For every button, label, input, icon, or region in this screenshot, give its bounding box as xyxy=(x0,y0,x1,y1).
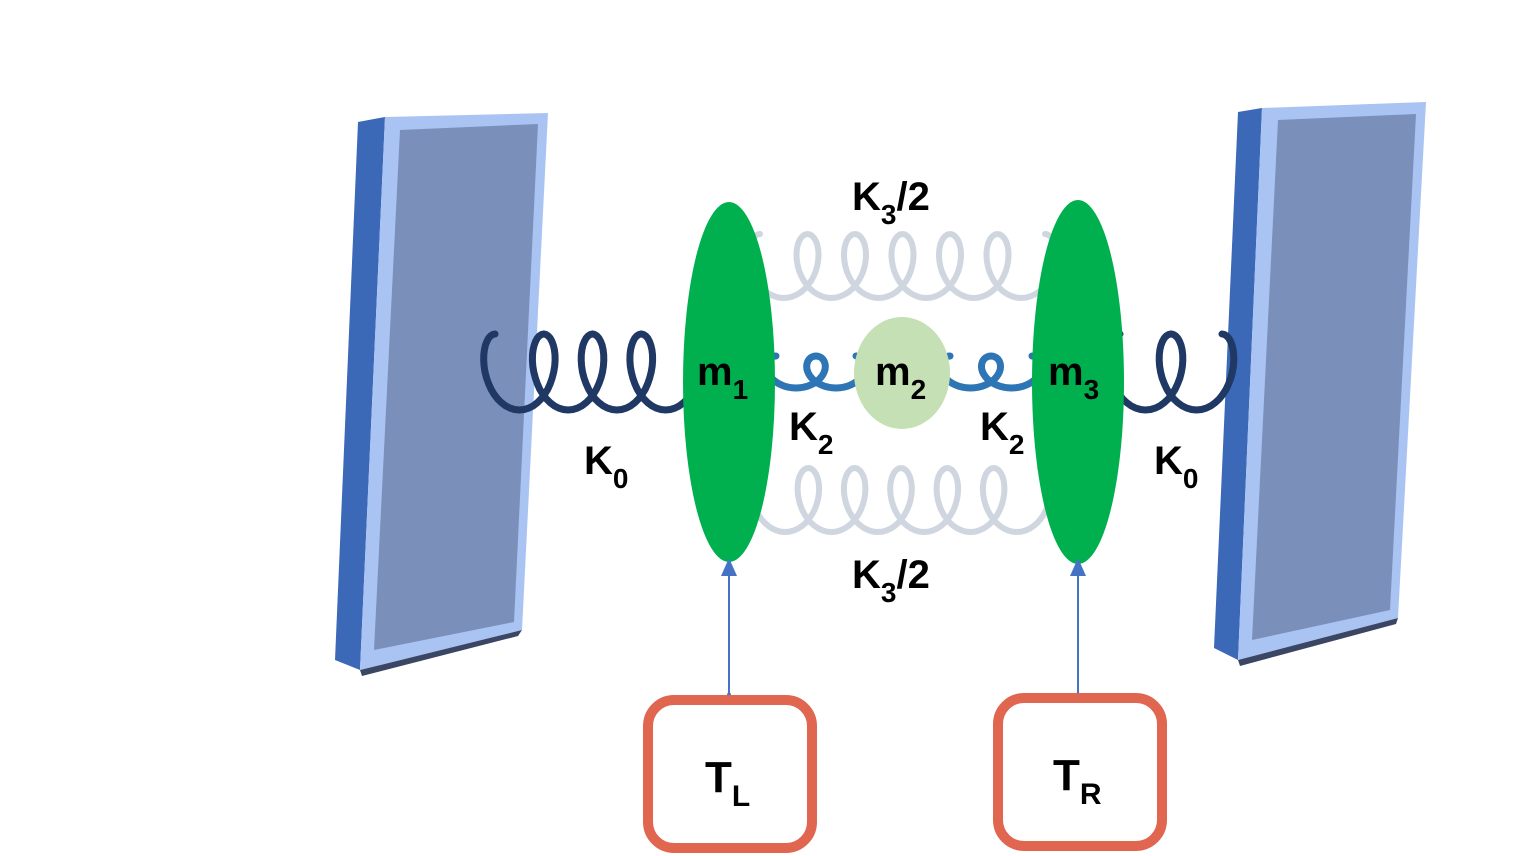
bath-label-left: TL xyxy=(705,753,750,813)
spring-label-k2-right: K2 xyxy=(980,405,1024,460)
spring-k3-top xyxy=(745,230,1060,302)
spring-label-k0-right: K0 xyxy=(1154,439,1198,494)
spring-label-k2-left: K2 xyxy=(789,405,833,460)
mass-m1 xyxy=(683,202,775,562)
heat-bath-left xyxy=(643,695,817,853)
spring-k0-right xyxy=(1104,330,1238,414)
mass-label-m1: m1 xyxy=(697,350,748,405)
spring-label-k0-left: K0 xyxy=(584,439,628,494)
spring-k2-right xyxy=(936,352,1046,392)
spring-k2-left xyxy=(763,352,869,392)
spring-k3-bottom xyxy=(748,464,1054,536)
right-wall xyxy=(1214,102,1426,666)
mass-label-m3: m3 xyxy=(1048,350,1099,405)
mass-m3 xyxy=(1032,200,1124,564)
bath-label-right: TR xyxy=(1053,751,1102,811)
left-wall xyxy=(335,113,548,676)
heat-bath-right xyxy=(993,693,1167,851)
spring-k0-left xyxy=(480,330,705,414)
mass-label-m2: m2 xyxy=(875,350,926,405)
mass-m2 xyxy=(854,317,950,429)
spring-label-k3-top: K3/2 xyxy=(852,175,930,230)
spring-label-k3-bottom: K3/2 xyxy=(852,553,930,608)
